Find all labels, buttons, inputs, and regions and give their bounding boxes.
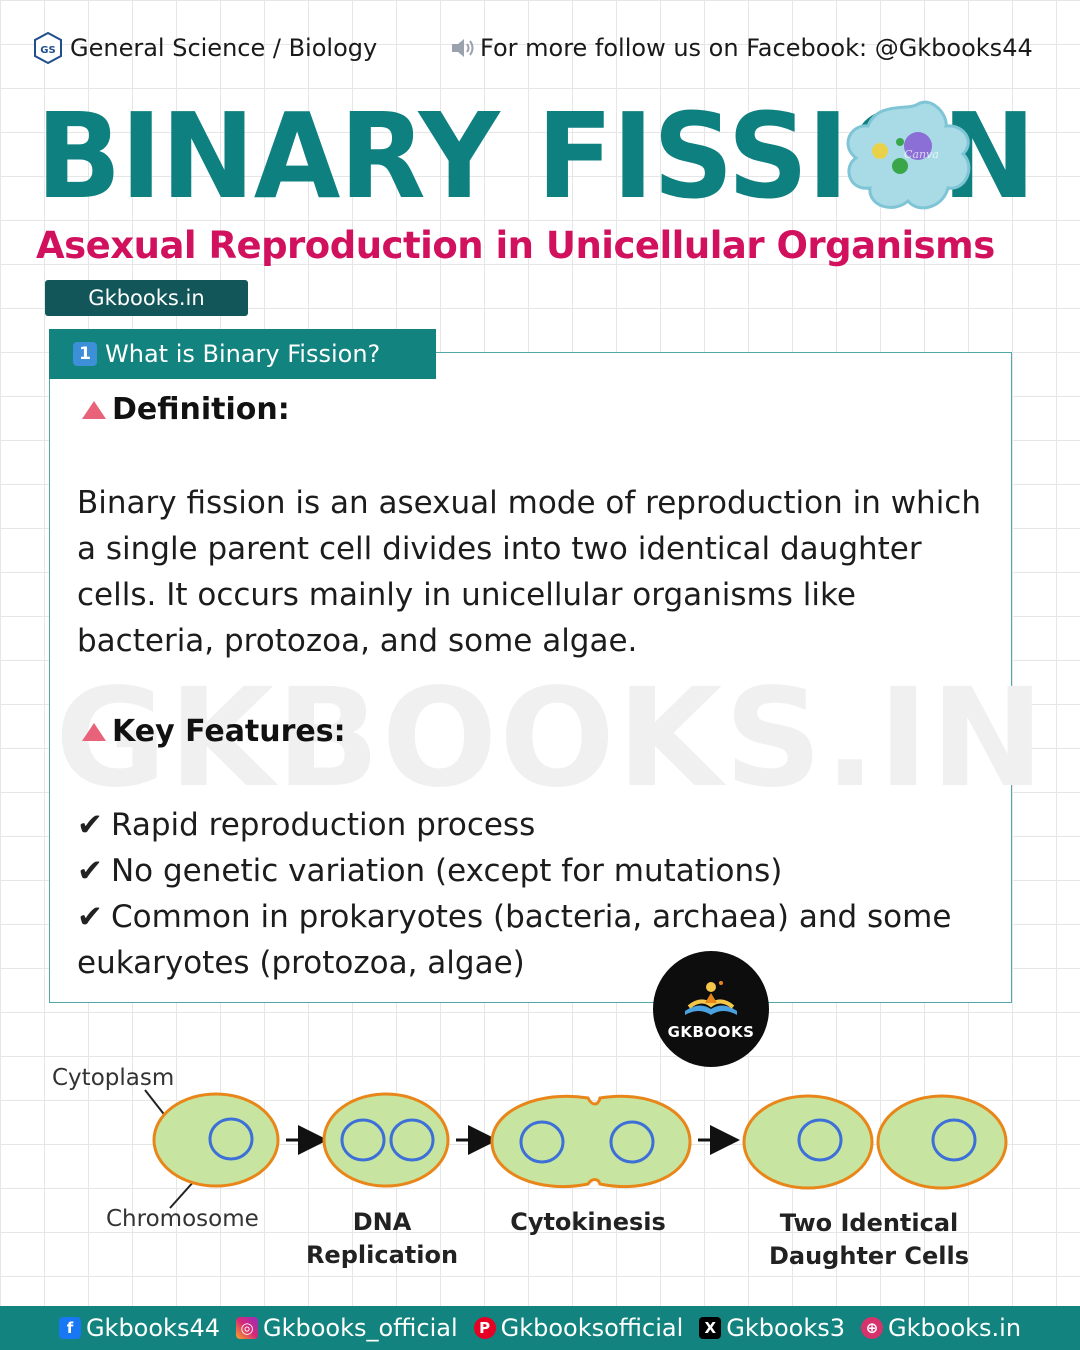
chromosome-icon [609,1120,655,1164]
stage-label: Cytokinesis [510,1208,666,1236]
pinterest-handle: Gkbooksofficial [500,1314,684,1342]
section-label: What is Binary Fission? [105,340,381,368]
section-number-badge: 1 [73,342,97,366]
daughter-cell [876,1094,1008,1190]
facebook-handle: Gkbooks44 [85,1314,220,1342]
check-icon: ✔ [77,853,103,889]
site-tag[interactable]: Gkbooks.in [45,280,248,316]
website-link[interactable]: ⊕ Gkbooks.in [861,1314,1021,1342]
instagram-icon: ◎ [236,1317,258,1339]
list-item: ✔No genetic variation (except for mutati… [77,848,997,894]
dividing-cell [490,1094,692,1189]
feature-text: Rapid reproduction process [110,807,536,843]
watermark: GKBOOKS.IN [55,660,1047,818]
x-link[interactable]: X Gkbooks3 [699,1314,845,1342]
chromosome-icon [389,1118,435,1162]
x-icon: X [699,1317,722,1339]
chromosome-icon [931,1118,977,1162]
instagram-link[interactable]: ◎ Gkbooks_official [236,1314,458,1342]
globe-icon: ⊕ [861,1317,884,1339]
stage-label: Two Identical [780,1209,959,1237]
logo-text: GKBOOKS [667,1023,755,1041]
cytoplasm-label: Cytoplasm [52,1065,174,1091]
definition-text: Binary fission is an asexual mode of rep… [77,485,981,659]
pinterest-link[interactable]: P Gkbooksofficial [473,1314,684,1342]
gs-badge-icon: GS [34,32,62,64]
features-heading-text: Key Features: [112,714,346,749]
facebook-icon: f [58,1317,81,1339]
gkbooks-logo: GKBOOKS [653,951,769,1067]
amoeba-watermark-text: Canva [904,148,939,161]
triangle-bullet-icon [82,722,106,741]
facebook-link[interactable]: f Gkbooks44 [58,1314,220,1342]
stage-label: Replication [306,1241,458,1269]
x-handle: Gkbooks3 [726,1314,846,1342]
daughter-cell [742,1094,874,1190]
definition-heading: Definition: [82,392,290,427]
content-box [49,352,1012,1003]
instagram-handle: Gkbooks_official [263,1314,458,1342]
parent-cell [152,1092,280,1188]
section-tab: 1 What is Binary Fission? [49,329,436,379]
chromosome-icon [208,1117,254,1161]
speaker-icon [452,39,474,57]
chromosome-icon [519,1120,565,1164]
chromosome-icon [797,1118,843,1162]
stage-label: Daughter Cells [769,1242,969,1270]
social-footer: f Gkbooks44 ◎ Gkbooks_official P Gkbooks… [0,1306,1080,1350]
check-icon: ✔ [77,899,103,935]
chromosome-icon [340,1118,386,1162]
book-reader-icon [685,981,737,1015]
feature-text: No genetic variation (except for mutatio… [110,853,783,889]
website-url: Gkbooks.in [888,1314,1022,1342]
chromosome-label: Chromosome [106,1206,259,1232]
list-item: ✔Rapid reproduction process [77,802,997,848]
list-item: ✔Common in prokaryotes (bacteria, archae… [77,894,997,986]
category-text: General Science / Biology [70,34,378,62]
features-list: ✔Rapid reproduction process ✔No genetic … [77,802,997,986]
category-header: GS General Science / Biology [34,32,377,64]
check-icon: ✔ [77,807,103,843]
features-heading: Key Features: [82,714,346,749]
stage-label: DNA [353,1208,412,1236]
amoeba-illustration-icon: Canva [846,100,971,210]
definition-heading-text: Definition: [112,392,290,427]
triangle-bullet-icon [82,400,106,419]
replicating-cell [322,1092,450,1188]
page-subtitle: Asexual Reproduction in Unicellular Orga… [36,224,995,267]
svg-text:GS: GS [40,45,55,56]
follow-text[interactable]: For more follow us on Facebook: @Gkbooks… [480,34,1033,62]
feature-text: Common in prokaryotes (bacteria, archaea… [77,899,952,981]
binary-fission-diagram: Cytoplasm Chromosome DNA Replication Cyt… [52,1065,1008,1270]
follow-header: For more follow us on Facebook: @Gkbooks… [450,34,1033,62]
pinterest-icon: P [473,1317,496,1339]
